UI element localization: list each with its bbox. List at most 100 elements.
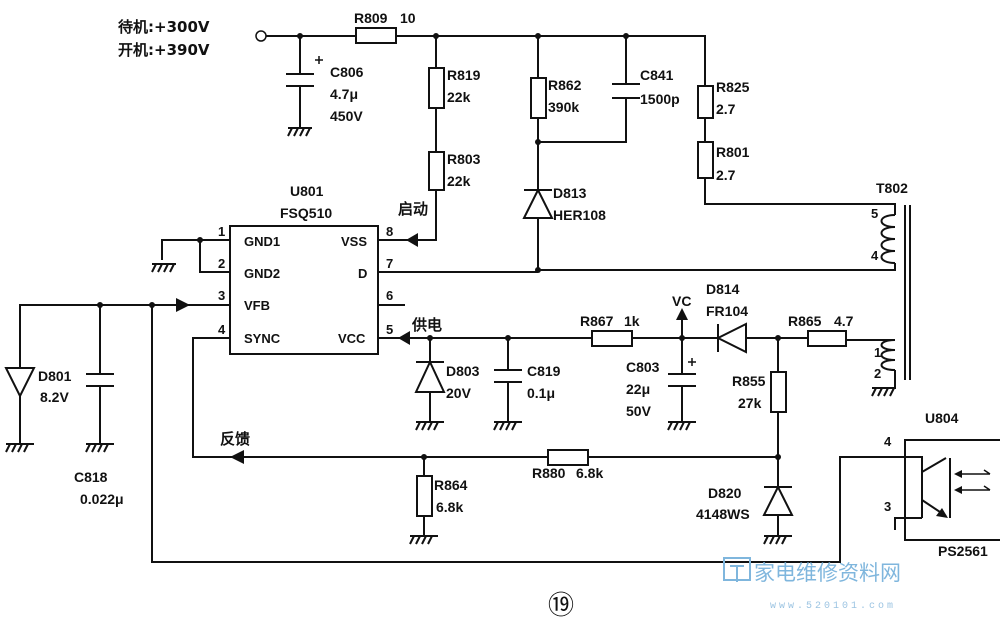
d820-value: 4148WS xyxy=(696,506,750,522)
r825-label: R825 xyxy=(716,79,750,95)
resistor-r803 xyxy=(428,151,445,191)
r867-value: 1k xyxy=(624,313,640,329)
c819-value: 0.1μ xyxy=(527,385,555,401)
r819-label: R819 xyxy=(447,67,481,83)
input-terminal xyxy=(255,30,267,42)
c806-voltage: 450V xyxy=(330,108,363,124)
vcc-arrow xyxy=(398,331,410,345)
resistor-r801 xyxy=(697,141,714,179)
ic-pin-num-1: 1 xyxy=(218,224,225,239)
transformer-t802 xyxy=(538,205,911,397)
r801-label: R801 xyxy=(716,144,750,160)
u804-pin-3: 3 xyxy=(884,499,891,514)
capacitor-c841 xyxy=(612,83,640,99)
r801-value: 2.7 xyxy=(716,167,736,183)
u804-model: PS2561 xyxy=(938,543,988,559)
vc-arrow xyxy=(676,308,688,320)
vc-label: VC xyxy=(672,293,691,309)
r819-value: 22k xyxy=(447,89,471,105)
ic-ref: U801 xyxy=(290,183,324,199)
r803-value: 22k xyxy=(447,173,471,189)
r864-value: 6.8k xyxy=(436,499,463,515)
c818-label: C818 xyxy=(74,469,108,485)
startup-arrow xyxy=(406,233,418,247)
vfb-arrow xyxy=(176,298,190,312)
u804-pin-4: 4 xyxy=(884,434,892,449)
c841-label: C841 xyxy=(640,67,674,83)
zener-d801 xyxy=(4,367,36,453)
capacitor-c803 xyxy=(667,338,696,431)
t802-pin-2: 2 xyxy=(874,366,881,381)
r855-label: R855 xyxy=(732,373,766,389)
ic-pin-vfb: VFB xyxy=(244,298,270,313)
supply-label: 供电 xyxy=(411,316,442,334)
c803-label: C803 xyxy=(626,359,660,375)
d803-label: D803 xyxy=(446,363,480,379)
r862-value: 390k xyxy=(548,99,579,115)
c819-label: C819 xyxy=(527,363,561,379)
ic-model: FSQ510 xyxy=(280,205,332,221)
input-on-label: 开机:+390V xyxy=(118,41,210,59)
t802-label: T802 xyxy=(876,180,908,196)
u804-label: U804 xyxy=(925,410,959,426)
ic-pin-num-8: 8 xyxy=(386,224,393,239)
resistor-r864 xyxy=(416,475,433,517)
t802-pin-1: 1 xyxy=(874,345,881,360)
c803-voltage: 50V xyxy=(626,403,652,419)
resistor-r862 xyxy=(530,77,547,119)
r880-value: 6.8k xyxy=(576,465,603,481)
ic-pin-num-3: 3 xyxy=(218,288,225,303)
ic-pin-num-4: 4 xyxy=(218,322,226,337)
r867-label: R867 xyxy=(580,313,614,329)
feedback-arrow xyxy=(230,450,244,464)
r809-value: 10 xyxy=(400,10,416,26)
c818-value: 0.022μ xyxy=(80,491,124,507)
r809-label: R809 xyxy=(354,10,388,26)
ic-pin-sync: SYNC xyxy=(244,331,281,346)
watermark-text: 家电维修资料网 xyxy=(754,561,901,585)
ic-pin-num-5: 5 xyxy=(386,322,393,337)
resistor-r825 xyxy=(697,85,714,119)
d813-value: HER108 xyxy=(553,207,606,223)
watermark-logo xyxy=(723,557,751,582)
r862-label: R862 xyxy=(548,77,582,93)
c806-label: C806 xyxy=(330,64,364,80)
r864-label: R864 xyxy=(434,477,468,493)
r803-label: R803 xyxy=(447,151,481,167)
ic-pin-vss: VSS xyxy=(341,234,367,249)
resistor-r855 xyxy=(770,371,787,413)
diode-d820 xyxy=(762,457,794,545)
input-standby-label: 待机:+300V xyxy=(118,18,210,36)
c841-value: 1500p xyxy=(640,91,680,107)
r880-label: R880 xyxy=(532,465,566,481)
zener-d803 xyxy=(414,338,446,431)
resistor-r867 xyxy=(591,330,633,347)
d803-value: 20V xyxy=(446,385,472,401)
diode-d813 xyxy=(522,142,554,270)
page-number: ⑲ xyxy=(548,591,574,621)
d814-value: FR104 xyxy=(706,303,748,319)
optocoupler-u804 xyxy=(904,439,1000,541)
ic-u801 xyxy=(229,225,379,355)
resistor-r819 xyxy=(428,67,445,109)
ic-pin-num-7: 7 xyxy=(386,256,393,271)
startup-label: 启动 xyxy=(398,200,428,218)
resistor-r865 xyxy=(807,330,847,347)
resistor-r809 xyxy=(355,27,397,44)
ic-pin-d: D xyxy=(358,266,367,281)
d820-label: D820 xyxy=(708,485,742,501)
d814-label: D814 xyxy=(706,281,740,297)
capacitor-c818 xyxy=(85,305,114,453)
capacitor-c819 xyxy=(493,338,522,431)
r825-value: 2.7 xyxy=(716,101,736,117)
t802-pin-5: 5 xyxy=(871,206,878,221)
t802-pin-4: 4 xyxy=(871,248,879,263)
ic-pin-gnd2: GND2 xyxy=(244,266,280,281)
feedback-label: 反馈 xyxy=(220,430,250,448)
d801-label: D801 xyxy=(38,368,72,384)
ic-pin-gnd1: GND1 xyxy=(244,234,280,249)
r865-label: R865 xyxy=(788,313,822,329)
c806-value: 4.7μ xyxy=(330,86,358,102)
